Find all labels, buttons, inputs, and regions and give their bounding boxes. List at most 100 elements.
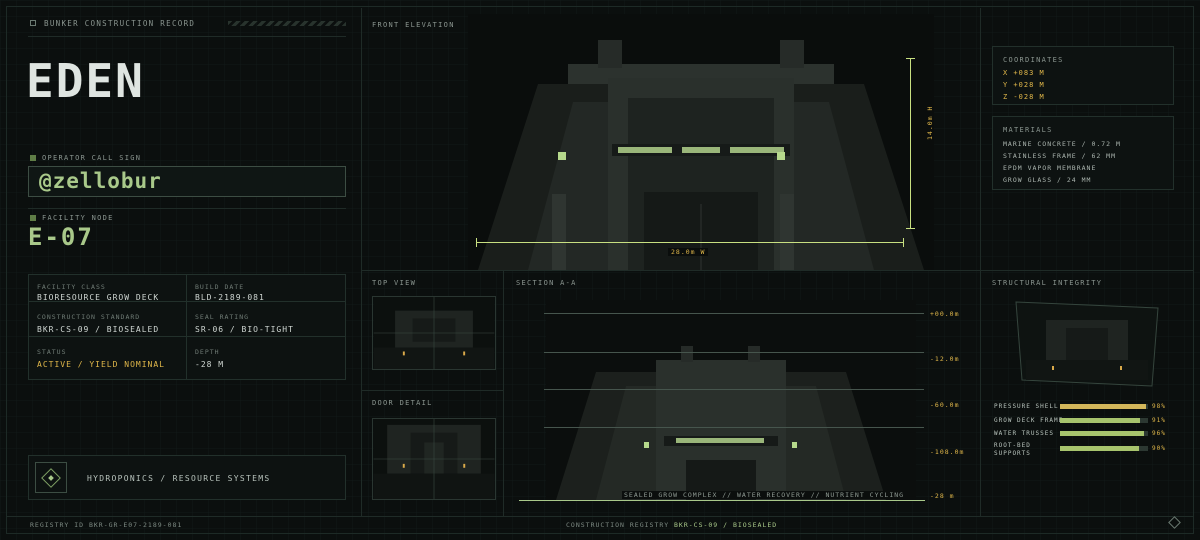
diamond-icon [35,462,67,493]
construction-registry-label: CONSTRUCTION REGISTRY [566,521,670,529]
footer-divider [6,516,1194,517]
spec-cell: BUILD DATE BLD-2189-081 [187,275,346,302]
integrity-bar-name: WATER TRUSSES [994,430,1054,437]
page-title: EDEN [26,54,145,108]
section-level: -60.0m [930,401,960,409]
spec-key: CONSTRUCTION STANDARD [37,313,141,321]
coord-x: X +083 M [1003,69,1045,77]
section-level-line [544,427,924,428]
spec-key: STATUS [37,348,67,356]
width-dimension: 28.0m W [668,248,709,256]
integrity-bar-value: 96% [1152,430,1166,437]
call-sign-box: @zellobur [28,166,346,197]
status-marker-icon [30,215,36,221]
spec-key: SEAL RATING [195,313,250,321]
integrity-bar [1060,446,1148,451]
dimension-tick [903,238,904,247]
door-detail-render [372,418,496,500]
section-level: -108.0m [930,448,965,456]
spec-cell: SEAL RATING SR-06 / BIO-TIGHT [187,302,346,337]
width-dimension-line [476,242,904,243]
row-divider [980,270,1194,271]
material-item: STAINLESS FRAME / 62 MM [1003,152,1117,160]
material-item: MARINE CONCRETE / 0.72 M [1003,140,1121,148]
checkbox-icon [30,20,36,26]
section-label: SECTION A-A [516,279,577,287]
section-level-line [544,352,924,353]
facility-node: E-07 [28,223,94,251]
coordinates-label: COORDINATES [1003,56,1064,64]
integrity-bar-name: ROOT-BED SUPPORTS [994,442,1031,457]
integrity-bar-name: PRESSURE SHELL [994,403,1059,410]
column-divider [503,270,504,516]
coord-y: Y +028 M [1003,81,1045,89]
integrity-bar [1060,418,1148,423]
dimension-tick [906,58,915,59]
integrity-bar-name: GROW DECK FRAME [994,417,1064,424]
section-level-line [544,313,924,314]
systems-box: HYDROPONICS / RESOURCE SYSTEMS [28,455,346,500]
spec-cell: DEPTH -28 m [187,337,346,380]
section-ground-line [519,500,925,501]
section-level: +00.0m [930,310,960,318]
operator-label: OPERATOR CALL SIGN [42,154,142,162]
integrity-bar [1060,431,1148,436]
spec-value: BKR-CS-09 / BIOSEALED [37,325,160,334]
column-divider [361,8,362,516]
materials-panel: MATERIALS MARINE CONCRETE / 0.72 M STAIN… [992,116,1174,190]
spec-value: BLD-2189-081 [195,293,265,302]
record-label: BUNKER CONSTRUCTION RECORD [44,19,196,28]
coord-z: Z -028 M [1003,93,1045,101]
integrity-render [1015,301,1159,387]
front-elevation-render [468,14,934,270]
column-divider [980,8,981,516]
material-item: GROW GLASS / 24 MM [1003,176,1092,184]
coordinates-panel: COORDINATES X +083 M Y +028 M Z -028 M [992,46,1174,105]
integrity-bar-fill [1060,418,1141,423]
materials-label: MATERIALS [1003,126,1053,134]
node-label: FACILITY NODE [42,214,114,222]
section-render [546,300,916,500]
spec-key: DEPTH [195,348,220,356]
dimension-tick [906,228,915,229]
height-dimension-line [910,58,911,228]
section-level: -28 m [930,492,955,500]
spec-key: FACILITY CLASS [37,283,106,291]
spec-value: SR-06 / BIO-TIGHT [195,325,294,334]
spec-cell: STATUS ACTIVE / YIELD NOMINAL [29,337,187,380]
section-level: -12.0m [930,355,960,363]
dimension-tick [476,238,477,247]
status-value: ACTIVE / YIELD NOMINAL [37,360,165,369]
spec-value: BIORESOURCE GROW DECK [37,293,160,302]
material-item: EPDM VAPOR MEMBRANE [1003,164,1097,172]
integrity-label: STRUCTURAL INTEGRITY [992,279,1103,287]
integrity-bar-fill [1060,431,1145,436]
section-caption: SEALED GROW COMPLEX // WATER RECOVERY //… [622,491,907,499]
integrity-bar-value: 98% [1152,403,1166,410]
spec-value: -28 m [195,360,225,369]
divider [28,208,346,209]
hazard-stripes [228,21,346,26]
section-level-line [544,389,924,390]
integrity-bar-fill [1060,446,1140,451]
door-detail-label: DOOR DETAIL [372,399,433,407]
top-view-label: TOP VIEW [372,279,417,287]
integrity-bar [1060,404,1148,409]
spec-cell: FACILITY CLASS BIORESOURCE GROW DECK [29,275,187,302]
row-divider [361,390,503,391]
integrity-bar-value: 91% [1152,417,1166,424]
divider [28,36,346,37]
spec-key: BUILD DATE [195,283,245,291]
call-sign: @zellobur [39,169,162,193]
spec-table: FACILITY CLASS BIORESOURCE GROW DECK BUI… [28,274,346,380]
integrity-bar-fill [1060,404,1147,409]
registry-id: REGISTRY ID BKR-GR-E07-2189-081 [30,521,183,529]
construction-registry-value: BKR-CS-09 / BIOSEALED [674,521,778,529]
top-view-render [372,296,496,370]
integrity-bar-value: 90% [1152,445,1166,452]
elevation-label: FRONT ELEVATION [372,21,455,29]
status-marker-icon [30,155,36,161]
row-divider [361,270,980,271]
height-dimension: 14.0m H [926,105,934,140]
systems-label: HYDROPONICS / RESOURCE SYSTEMS [87,474,271,483]
